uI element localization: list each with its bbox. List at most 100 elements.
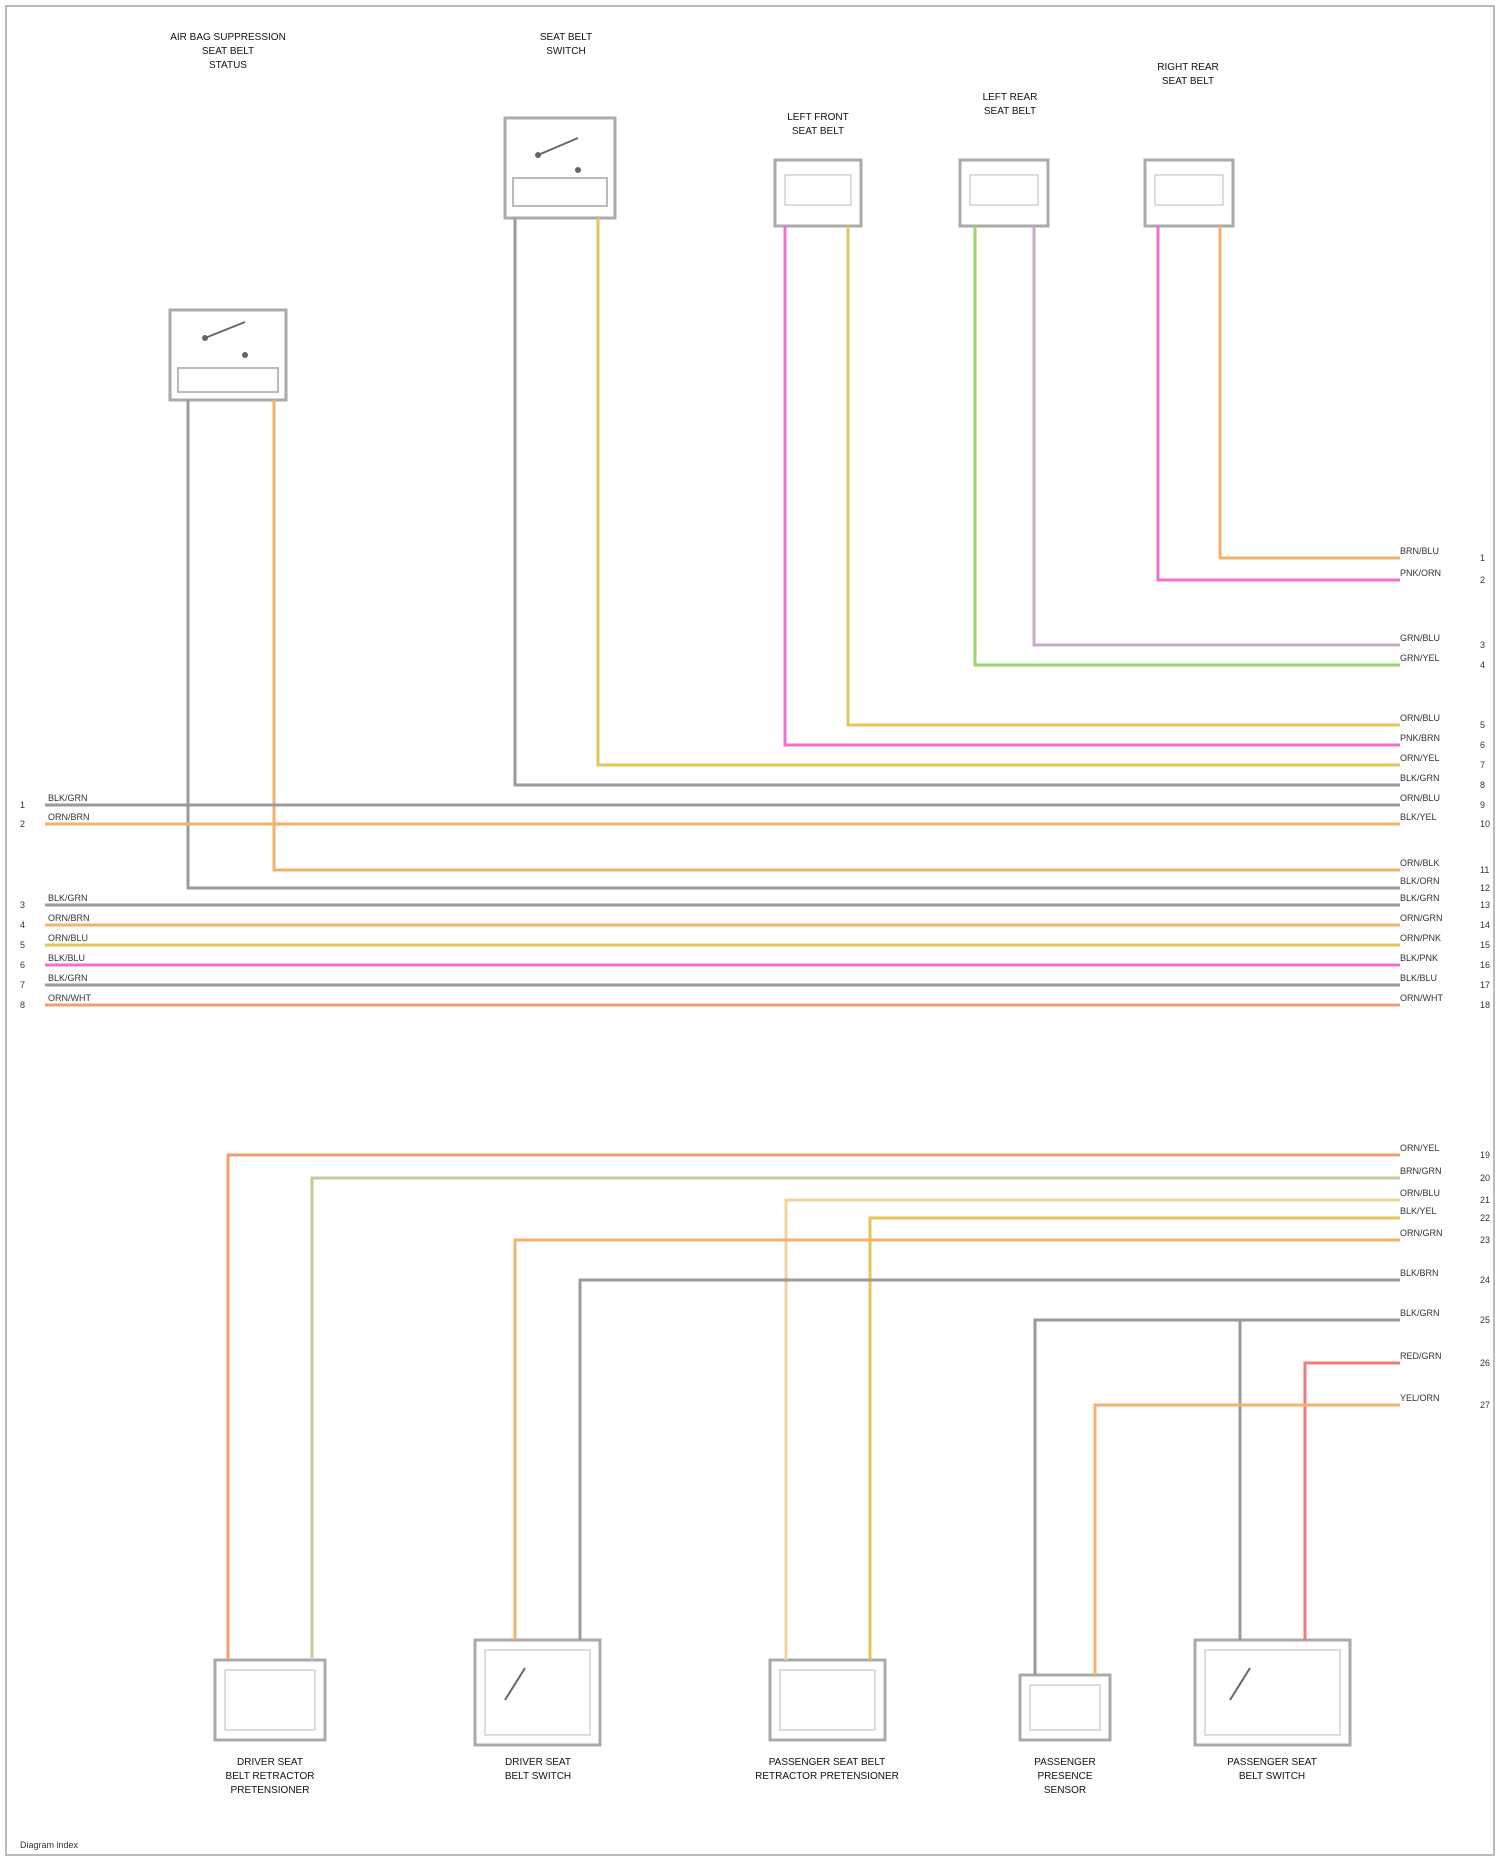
left-pin-number: 8 [20,1000,25,1010]
left-wire-label: ORN/BLU [48,933,88,943]
right-wire-label: GRN/BLU [1400,633,1440,643]
c4-label-2: SEAT BELT [984,106,1036,117]
c5-box [1145,160,1233,226]
b2-box [475,1640,600,1745]
right-pin-number: 27 [1480,1400,1490,1410]
b3-box [770,1660,885,1740]
right-pin-number: 8 [1480,780,1485,790]
b4-label-2: PRESENCE [1037,1771,1092,1782]
right-pin-number: 26 [1480,1358,1490,1368]
right-pin-number: 2 [1480,575,1485,585]
b4-label-3: SENSOR [1044,1785,1086,1796]
right-wire-label: GRN/YEL [1400,653,1440,663]
right-pin-number: 17 [1480,980,1490,990]
component-b5: PASSENGER SEAT BELT SWITCH [1195,1640,1350,1782]
c1-label-2: SEAT BELT [202,46,254,57]
right-pin-number: 12 [1480,883,1490,893]
b1-label-3: PRETENSIONER [231,1785,310,1796]
right-pin-number: 16 [1480,960,1490,970]
b3-label-2: RETRACTOR PRETENSIONER [755,1771,899,1782]
right-wire-label: YEL/ORN [1400,1393,1440,1403]
c1-box [170,310,286,400]
left-pin-number: 7 [20,980,25,990]
right-wire-label: ORN/GRN [1400,913,1443,923]
right-wire-label: ORN/BLU [1400,1188,1440,1198]
right-wire-label: BLK/YEL [1400,1206,1437,1216]
left-pin-number: 4 [20,920,25,930]
left-wire-label: BLK/BLU [48,953,85,963]
b1-box [215,1660,325,1740]
right-pin-number: 6 [1480,740,1485,750]
component-c2: SEAT BELT SWITCH [505,32,615,218]
right-wire-label: BLK/GRN [1400,773,1440,783]
b5-box [1195,1640,1350,1745]
c3-box [775,160,861,226]
right-connector: BRN/BLU 1PNK/ORN 2GRN/BLU 3GRN/YEL 4ORN/BLU 5… [1400,546,1490,1410]
c1-label-3: STATUS [209,60,247,71]
b5-label-1: PASSENGER SEAT [1227,1757,1317,1768]
left-wire-label: BLK/GRN [48,973,88,983]
c4-label-1: LEFT REAR [983,92,1038,103]
right-wire-label: RED/GRN [1400,1351,1442,1361]
b5-label-2: BELT SWITCH [1239,1771,1305,1782]
right-pin-number: 15 [1480,940,1490,950]
right-pin-number: 22 [1480,1213,1490,1223]
component-c1: AIR BAG SUPPRESSION SEAT BELT STATUS [170,32,286,400]
right-pin-number: 10 [1480,819,1490,829]
component-c5: RIGHT REAR SEAT BELT [1145,62,1233,226]
bottom-wires [228,1155,1400,1675]
right-pin-number: 3 [1480,640,1485,650]
right-pin-number: 18 [1480,1000,1490,1010]
component-b4: PASSENGER PRESENCE SENSOR [1020,1675,1110,1796]
c2-label-2: SWITCH [546,46,585,57]
right-pin-number: 7 [1480,760,1485,770]
right-wire-label: ORN/WHT [1400,993,1443,1003]
component-b3: PASSENGER SEAT BELT RETRACTOR PRETENSION… [755,1660,899,1782]
right-wire-label: ORN/YEL [1400,753,1440,763]
b1-label-1: DRIVER SEAT [237,1757,303,1768]
right-pin-number: 21 [1480,1195,1490,1205]
b1-label-2: BELT RETRACTOR [226,1771,315,1782]
left-wire-label: ORN/WHT [48,993,91,1003]
b2-label-2: BELT SWITCH [505,1771,571,1782]
right-pin-number: 9 [1480,800,1485,810]
right-pin-number: 1 [1480,553,1485,563]
right-wire-label: ORN/PNK [1400,933,1441,943]
right-wire-label: BRN/BLU [1400,546,1439,556]
right-pin-number: 14 [1480,920,1490,930]
right-wire-label: BLK/PNK [1400,953,1438,963]
right-wire-label: ORN/BLK [1400,858,1440,868]
left-pin-number: 6 [20,960,25,970]
right-wire-label: BLK/YEL [1400,812,1437,822]
c5-label-2: SEAT BELT [1162,76,1214,87]
right-wire-label: ORN/GRN [1400,1228,1443,1238]
left-wire-label: BLK/GRN [48,793,88,803]
right-wire-label: BLK/BLU [1400,973,1437,983]
right-wire-label: BLK/ORN [1400,876,1440,886]
b3-label-1: PASSENGER SEAT BELT [769,1757,886,1768]
right-wire-label: PNK/BRN [1400,733,1440,743]
component-c3: LEFT FRONT SEAT BELT [775,112,861,226]
right-pin-number: 25 [1480,1315,1490,1325]
right-wire-label: BLK/BRN [1400,1268,1439,1278]
c3-label-1: LEFT FRONT [787,112,848,123]
right-pin-number: 5 [1480,720,1485,730]
left-wire-label: ORN/BRN [48,812,90,822]
left-wire-label: BLK/GRN [48,893,88,903]
right-pin-number: 4 [1480,660,1485,670]
component-b1: DRIVER SEAT BELT RETRACTOR PRETENSIONER [215,1660,325,1796]
right-wire-label: ORN/BLU [1400,793,1440,803]
right-wire-label: ORN/BLU [1400,713,1440,723]
right-wire-label: ORN/YEL [1400,1143,1440,1153]
right-pin-number: 20 [1480,1173,1490,1183]
c4-box [960,160,1048,226]
right-wire-label: PNK/ORN [1400,568,1441,578]
c2-label-1: SEAT BELT [540,32,592,43]
right-pin-number: 13 [1480,900,1490,910]
right-pin-number: 23 [1480,1235,1490,1245]
left-pin-number: 3 [20,900,25,910]
left-pin-number: 1 [20,800,25,810]
right-pin-number: 19 [1480,1150,1490,1160]
component-c4: LEFT REAR SEAT BELT [960,92,1048,226]
